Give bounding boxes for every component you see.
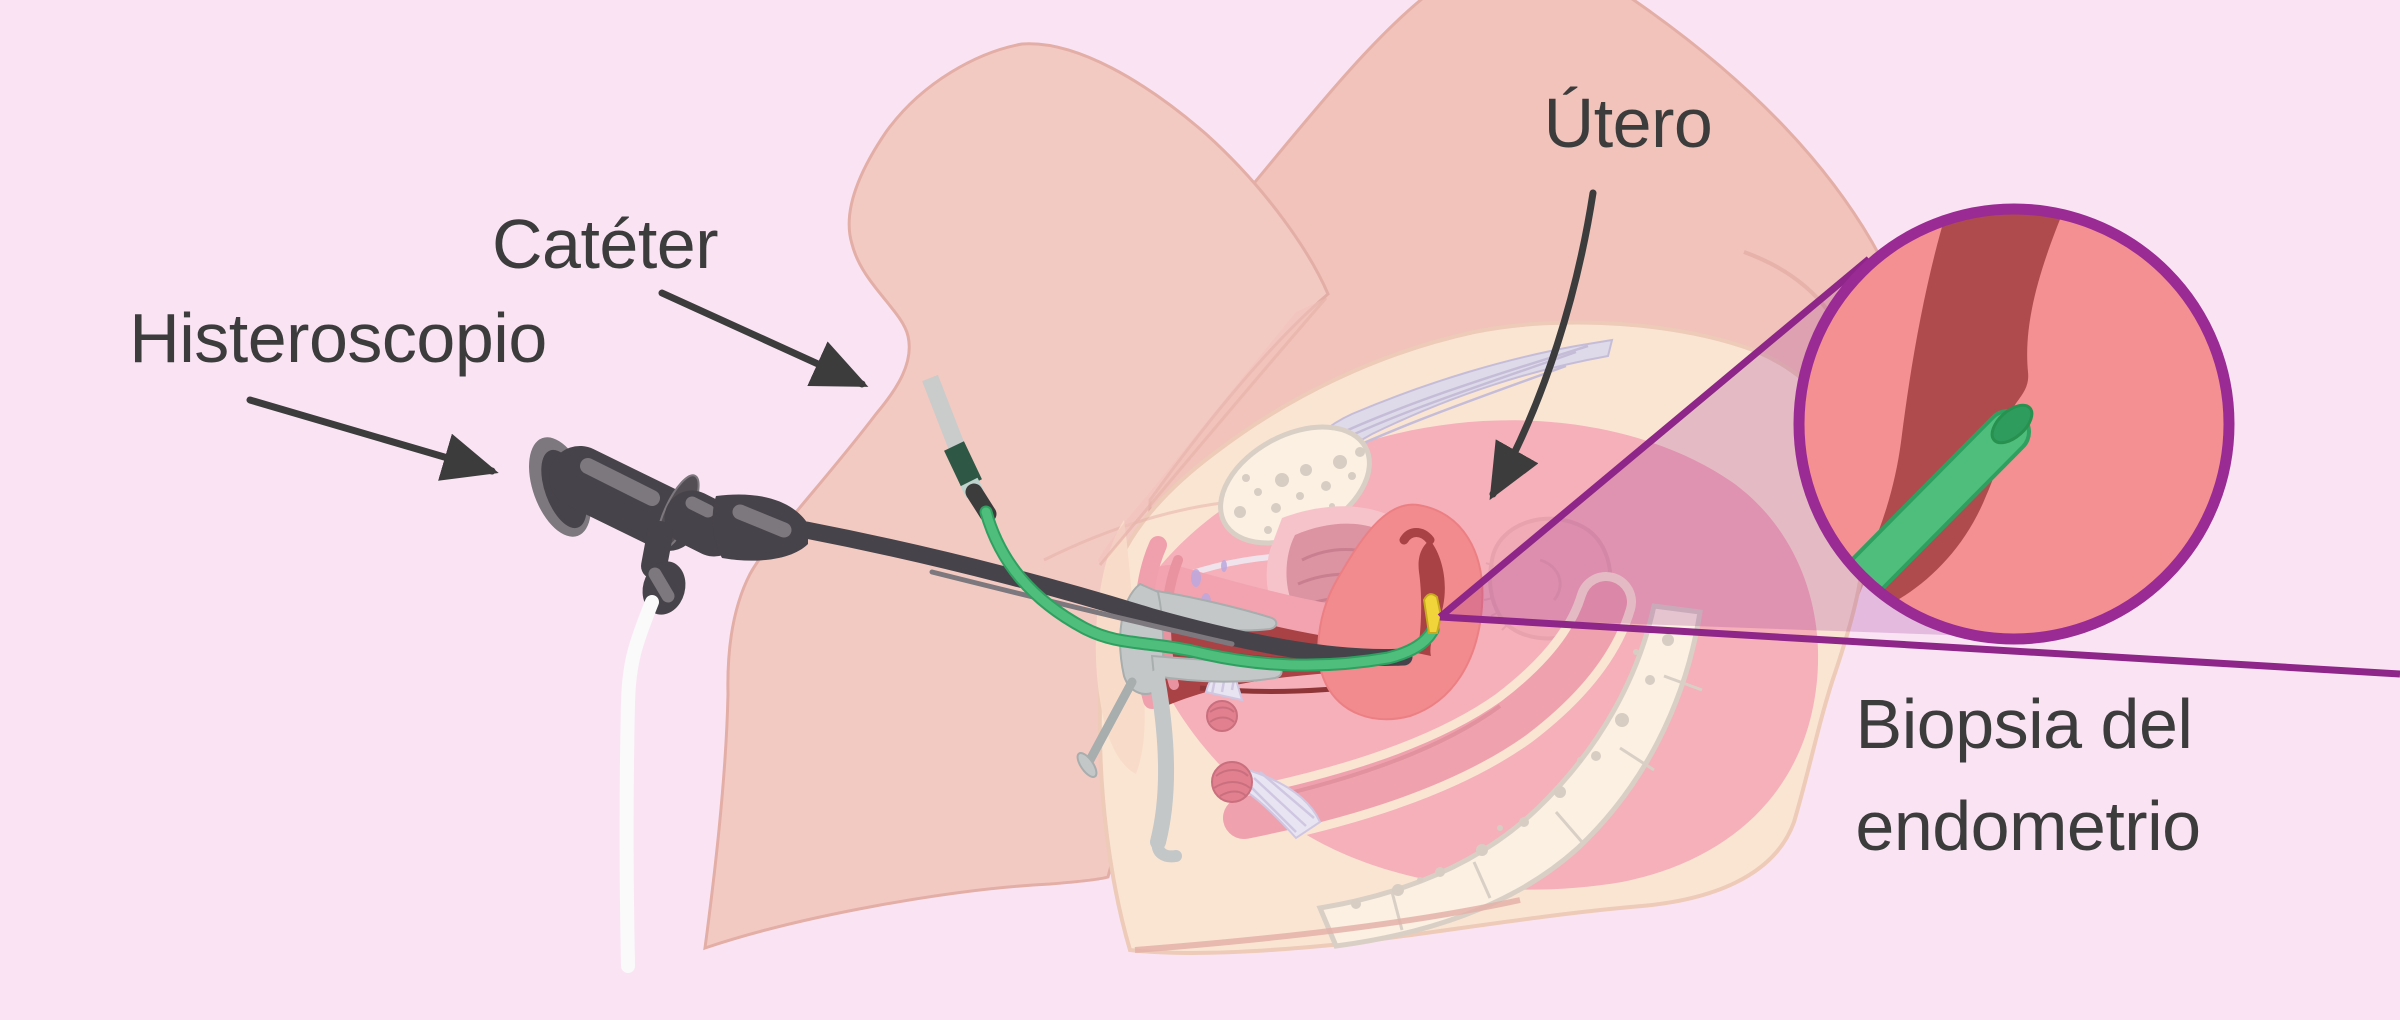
cateter-arrow <box>658 289 869 388</box>
magnifier-wedge <box>1440 259 2003 637</box>
catheter <box>922 374 1443 672</box>
hysteroscope-shaft <box>797 521 1413 666</box>
histeroscopio-arrow <box>246 396 499 481</box>
speculum <box>1076 582 1283 863</box>
leg-overlap-shadow <box>1098 297 1328 566</box>
catheter-hub-tube <box>922 374 966 454</box>
speculum-screw <box>1085 677 1137 765</box>
instruments <box>529 374 1443 973</box>
sacrum-bone <box>1316 603 1703 949</box>
magnifier-line-upper <box>1437 256 1872 620</box>
inset-content <box>1804 214 2224 634</box>
speculum-handle <box>1149 670 1175 850</box>
hysteroscope-eyepiece <box>529 437 808 615</box>
label-biopsia-line1: Biopsia del <box>1856 685 2193 763</box>
leader-arrows <box>246 189 1597 501</box>
light-cable <box>619 595 659 973</box>
label-biopsia-line2: endometrio <box>1855 787 2200 865</box>
hysteroscope <box>529 437 1413 973</box>
magnified-endometrium-inset <box>1437 203 2400 678</box>
inset-circle-ring <box>1793 203 2235 645</box>
light-post <box>641 521 673 579</box>
buttock-shadow <box>1134 897 1521 953</box>
label-utero: Útero <box>1544 84 1713 162</box>
biopsy-curette-tip <box>1422 593 1443 634</box>
label-histeroscopio: Histeroscopio <box>129 299 547 377</box>
label-cateter: Catéter <box>492 205 718 283</box>
inset-endometrial-channel <box>1836 214 2068 614</box>
inset-catheter-opening <box>1990 403 2034 445</box>
catheter-tube <box>981 507 1438 670</box>
catheter-connector <box>944 441 982 489</box>
magnifier-line-lower <box>1439 613 2400 678</box>
pelvic-cross-section <box>1043 250 1868 955</box>
labels: Catéter Histeroscopio Útero Biopsia del … <box>129 84 2201 865</box>
utero-arrow <box>1489 189 1597 501</box>
